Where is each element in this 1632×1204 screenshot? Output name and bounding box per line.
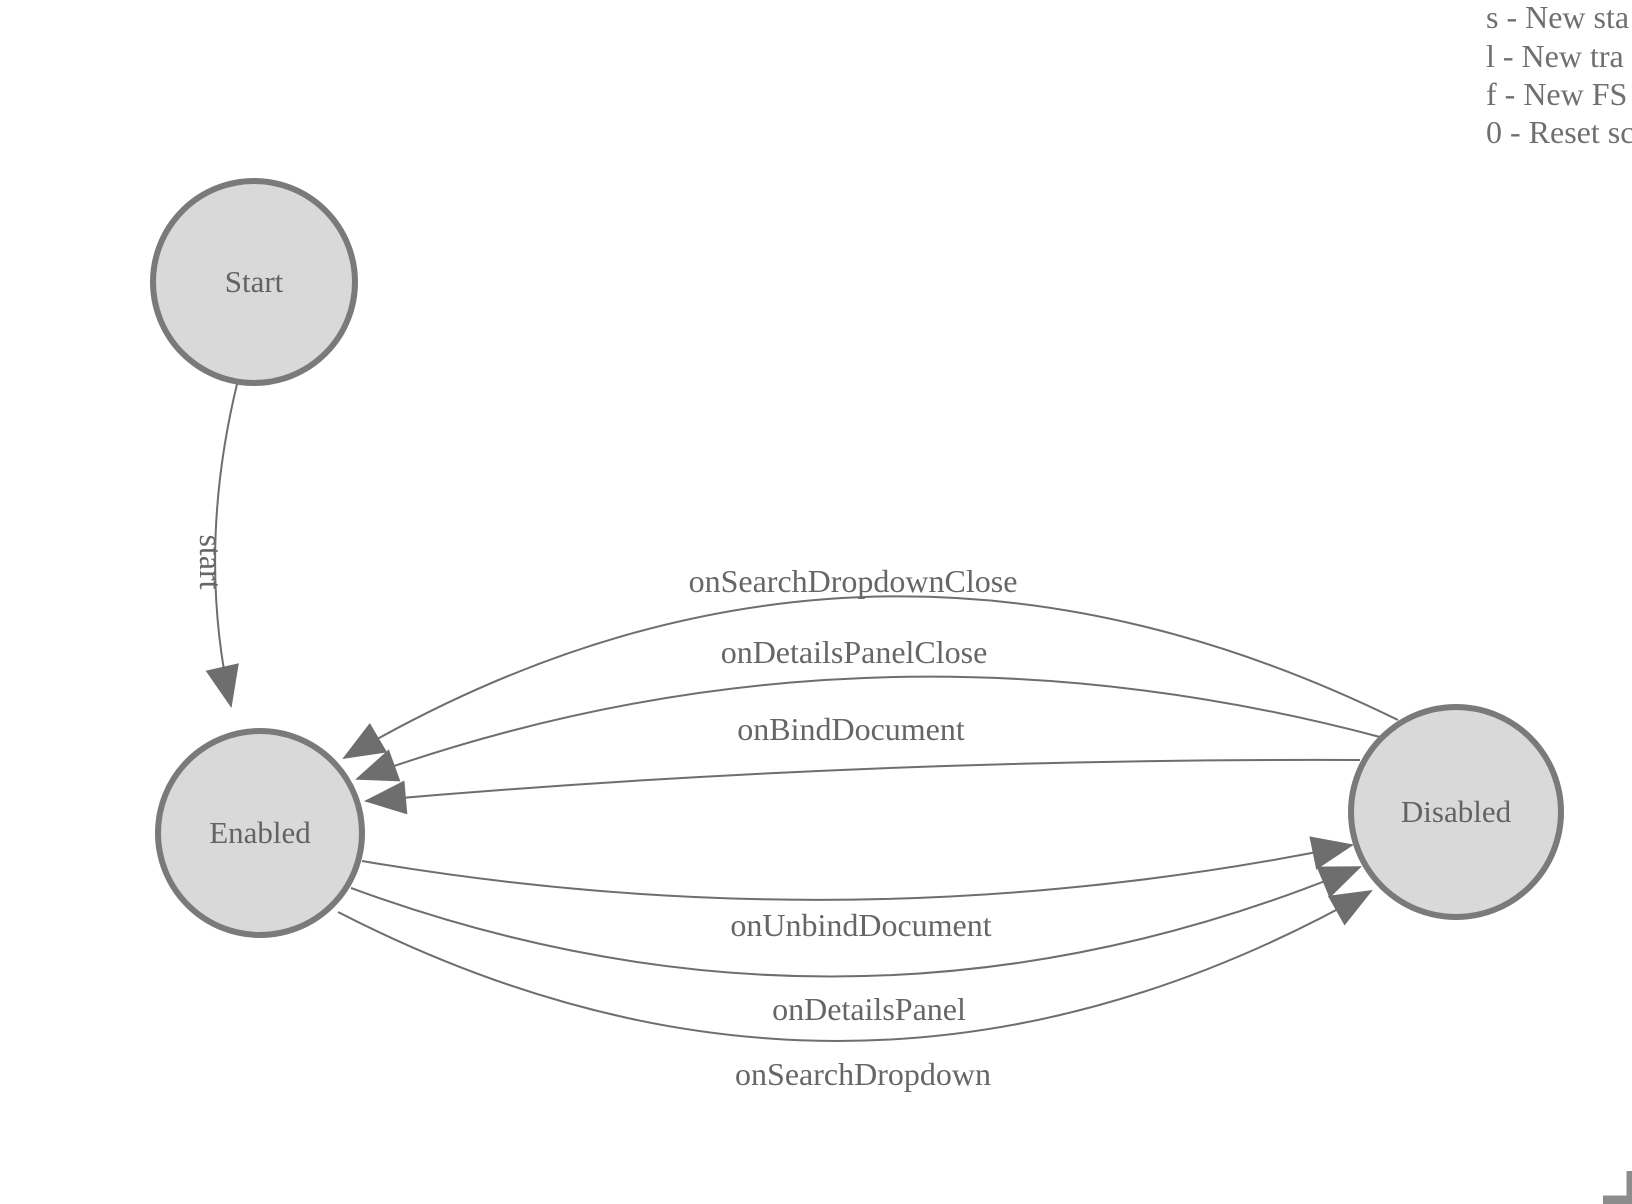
corner-element-fragment: [1603, 1171, 1632, 1204]
transition-onsearchdropdownclose[interactable]: [342, 595, 1399, 760]
legend-line-new-state: s - New sta: [1486, 0, 1629, 35]
corner-horizontal-bar: [1603, 1195, 1632, 1204]
transition-start-to-enabled[interactable]: [205, 379, 239, 708]
state-enabled[interactable]: Enabled: [155, 728, 365, 938]
state-disabled-circle[interactable]: [1348, 704, 1564, 920]
transition-label-ondetailspanelclose[interactable]: onDetailsPanelClose: [721, 634, 988, 670]
transition-onsearchdropdown[interactable]: [337, 890, 1373, 1042]
transition-ondetailspanelclose[interactable]: [355, 675, 1381, 782]
state-enabled-label: Enabled: [209, 815, 311, 850]
state-start-circle[interactable]: [150, 178, 358, 386]
transition-label-ondetailspanel[interactable]: onDetailsPanel: [772, 991, 966, 1027]
transition-onbinddocument[interactable]: [364, 758, 1361, 815]
state-disabled-label: Disabled: [1401, 794, 1512, 829]
transition-ondetailspanel[interactable]: [350, 866, 1362, 978]
transition-label-onsearchdropdown[interactable]: onSearchDropdown: [735, 1056, 991, 1092]
shortcut-legend: s - New sta l - New tra f - New FS 0 - R…: [1486, 0, 1632, 150]
state-enabled-circle[interactable]: [155, 728, 365, 938]
legend-line-reset: 0 - Reset sc: [1486, 114, 1632, 150]
transition-label-onbinddocument[interactable]: onBindDocument: [737, 711, 965, 747]
corner-vertical-bar: [1626, 1171, 1632, 1204]
legend-line-new-transition: l - New tra: [1486, 38, 1624, 74]
transition-onunbinddocument[interactable]: [361, 836, 1354, 901]
state-start-label: Start: [225, 264, 284, 299]
transition-label-start[interactable]: start: [193, 534, 229, 589]
transition-label-onunbinddocument[interactable]: onUnbindDocument: [730, 907, 991, 943]
state-start[interactable]: Start: [150, 178, 358, 386]
legend-line-new-fsm: f - New FS: [1486, 76, 1627, 112]
state-disabled[interactable]: Disabled: [1348, 704, 1564, 920]
transition-label-onsearchdropdownclose[interactable]: onSearchDropdownClose: [689, 563, 1018, 599]
